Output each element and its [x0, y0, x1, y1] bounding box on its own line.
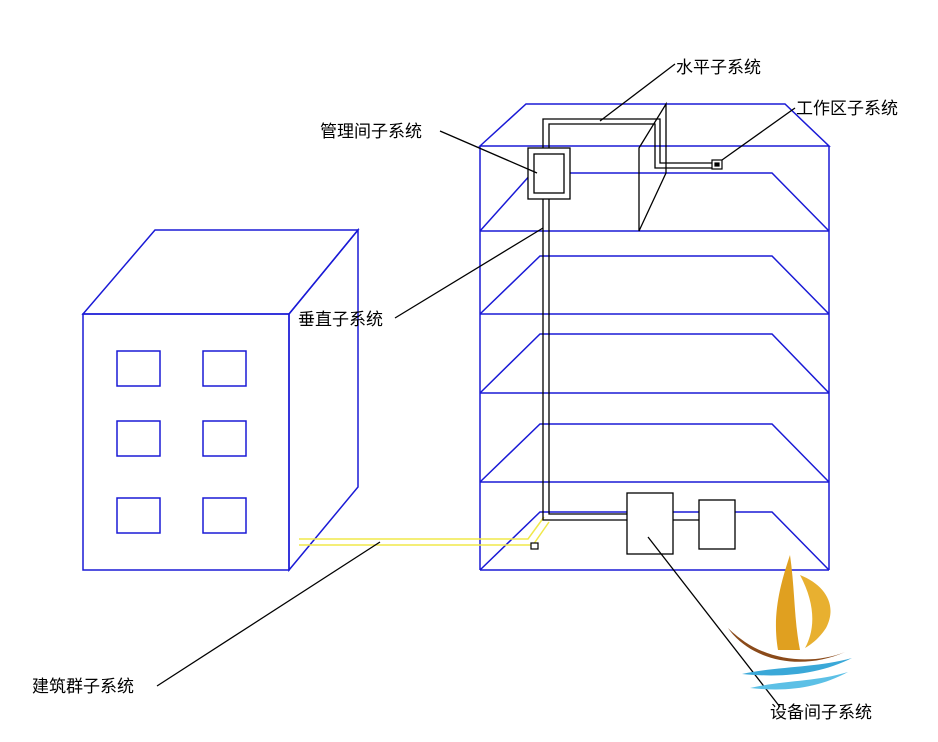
label-management-subsystem: 管理间子系统	[320, 122, 422, 142]
label-campus-subsystem: 建筑群子系统	[32, 677, 134, 697]
floor-plane	[479, 333, 830, 394]
partition-wall	[638, 101, 667, 232]
left-building	[81, 227, 360, 573]
left-building-top	[81, 229, 360, 315]
left-building-front	[82, 313, 290, 571]
campus-cable	[299, 516, 550, 546]
work-area-outlet	[711, 159, 723, 170]
label-horizontal-subsystem: 水平子系统	[676, 58, 761, 78]
label-work-area-subsystem: 工作区子系统	[796, 99, 898, 119]
floor-plane	[479, 172, 830, 232]
campus-connector	[530, 542, 539, 550]
window	[116, 420, 161, 457]
logo-sail-right	[800, 575, 831, 648]
window	[202, 350, 247, 387]
cabling	[542, 118, 715, 521]
right-building-roof	[478, 103, 831, 147]
logo-sail-left	[775, 555, 800, 650]
management-cabinet	[527, 147, 571, 200]
window	[202, 420, 247, 457]
equipment-cabinets	[626, 492, 736, 555]
floor-plane	[479, 255, 830, 315]
logo-wave	[742, 658, 852, 676]
window	[116, 497, 161, 534]
logo-wave	[750, 672, 848, 690]
floor-plane	[479, 423, 830, 483]
label-equipment-subsystem: 设备间子系统	[770, 703, 872, 723]
leader-lines	[156, 63, 796, 708]
label-vertical-subsystem: 垂直子系统	[298, 310, 383, 330]
left-building-side	[288, 227, 359, 573]
sailboat-logo	[728, 555, 852, 690]
window	[116, 350, 161, 387]
window	[202, 497, 247, 534]
